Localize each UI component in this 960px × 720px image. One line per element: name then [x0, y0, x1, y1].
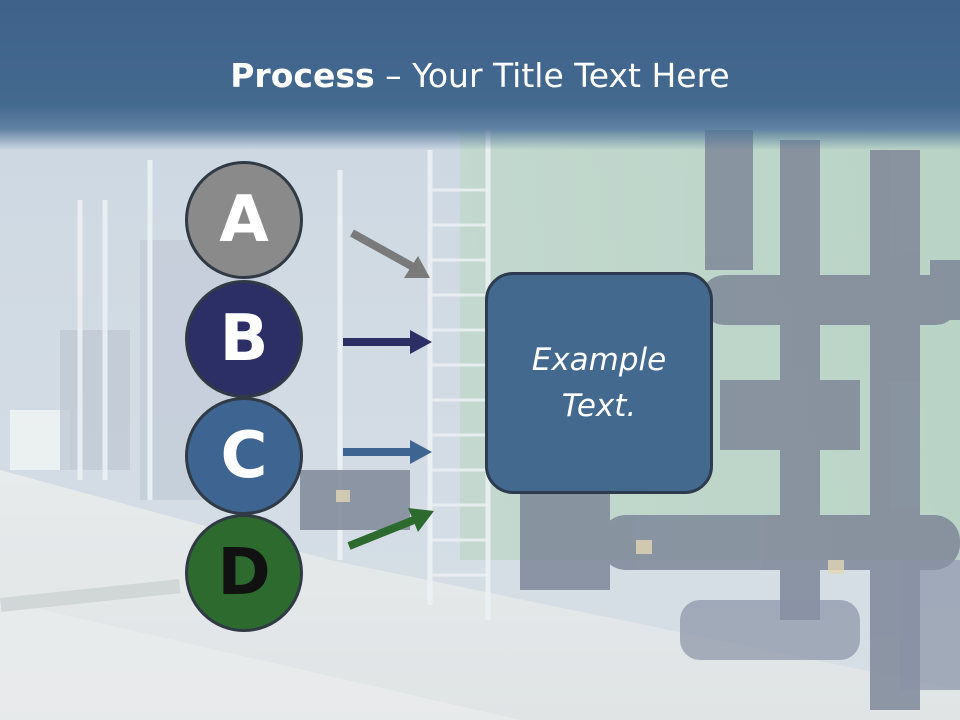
step-circle-d: D: [185, 514, 303, 632]
step-circle-a: A: [185, 161, 303, 279]
example-text-line-2: Text.: [561, 388, 637, 424]
step-letter-a: A: [219, 183, 269, 257]
slide-title: Process – Your Title Text Here: [0, 54, 960, 98]
step-circle-c: C: [185, 397, 303, 515]
title-bold-part: Process: [230, 56, 375, 95]
step-letter-b: B: [219, 302, 269, 376]
step-circle-b: B: [185, 280, 303, 398]
step-letter-c: C: [220, 419, 268, 493]
example-text-line-1: Example: [531, 342, 667, 378]
title-rest-part: – Your Title Text Here: [374, 56, 730, 95]
title-bar: [0, 0, 960, 150]
step-letter-d: D: [217, 536, 271, 610]
example-text: Example Text.: [514, 337, 684, 429]
example-text-box: Example Text.: [485, 272, 713, 494]
